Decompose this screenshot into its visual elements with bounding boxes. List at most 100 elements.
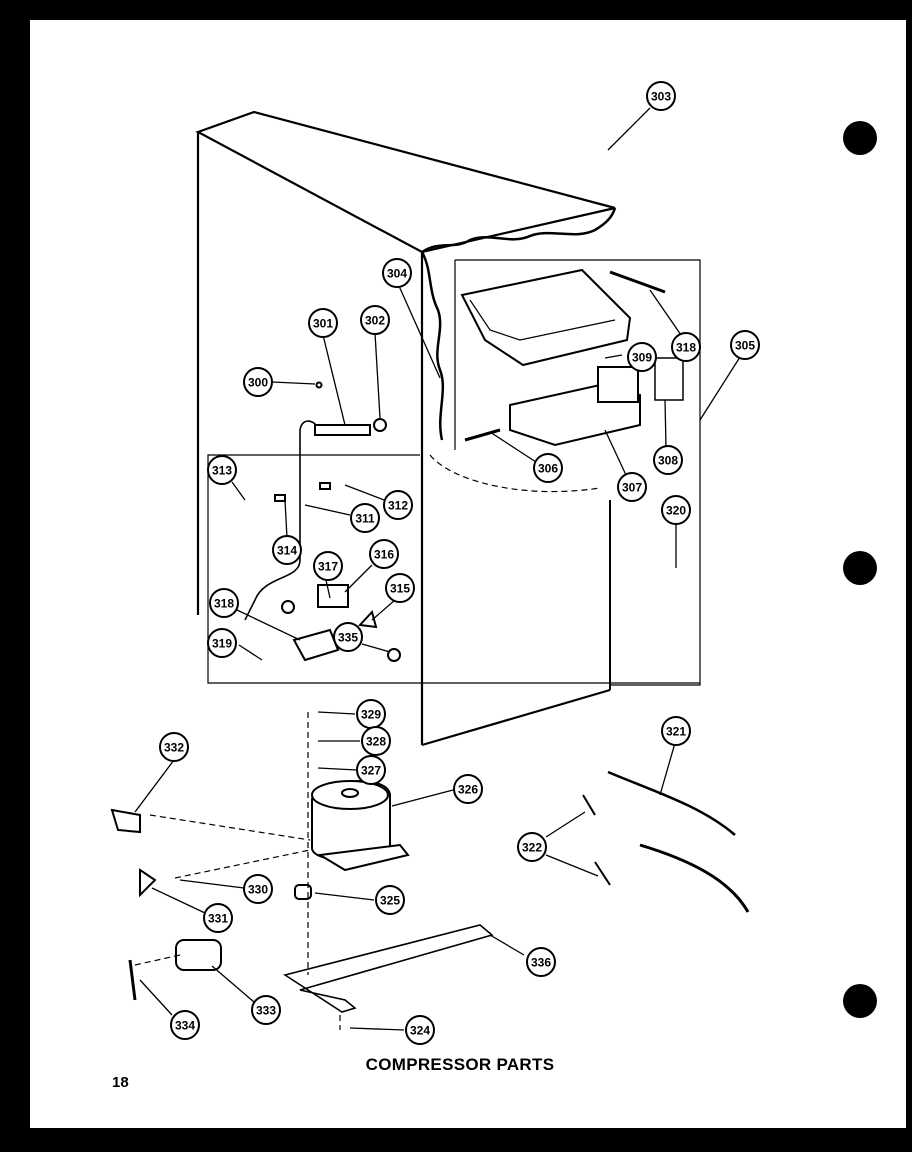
callout-315: 315 <box>385 573 415 603</box>
callout-circle <box>308 308 338 338</box>
callout-circle <box>313 551 343 581</box>
callout-304: 304 <box>382 258 412 288</box>
callout-label: 306 <box>538 462 558 476</box>
callout-320: 320 <box>661 495 691 525</box>
callout-label: 318 <box>676 341 696 355</box>
callout-circle <box>517 832 547 862</box>
callout-label: 313 <box>212 464 232 478</box>
callout-label: 305 <box>735 339 755 353</box>
callout-label: 303 <box>651 90 671 104</box>
binder-hole-middle <box>843 551 877 585</box>
callout-circle <box>382 258 412 288</box>
callout-circle <box>653 445 683 475</box>
callout-circle <box>243 367 273 397</box>
callout-317: 317 <box>313 551 343 581</box>
callout-303: 303 <box>646 81 676 111</box>
callout-316: 316 <box>369 539 399 569</box>
compressor <box>110 712 494 1030</box>
callout-circle <box>627 342 657 372</box>
callout-circle <box>333 622 363 652</box>
callout-circle <box>369 539 399 569</box>
callout-label: 326 <box>458 783 478 797</box>
callout-circle <box>207 455 237 485</box>
callout-label: 314 <box>277 544 297 558</box>
callout-circle <box>385 573 415 603</box>
callout-label: 317 <box>318 560 338 574</box>
callout-circle <box>272 535 302 565</box>
callout-label: 333 <box>256 1004 276 1018</box>
callout-label: 307 <box>622 481 642 495</box>
callout-label: 315 <box>390 582 410 596</box>
callout-label: 336 <box>531 956 551 970</box>
callout-label: 301 <box>313 317 333 331</box>
callout-305: 305 <box>730 330 760 360</box>
callout-label: 316 <box>374 548 394 562</box>
callout-321: 321 <box>661 716 691 746</box>
callout-318: 318 <box>209 588 239 618</box>
callout-label: 335 <box>338 631 358 645</box>
callout-318: 318 <box>671 332 701 362</box>
callout-label: 308 <box>658 454 678 468</box>
callout-circle <box>251 995 281 1025</box>
ice-maker-assembly <box>454 259 701 686</box>
callout-300: 300 <box>243 367 273 397</box>
callout-circle <box>350 503 380 533</box>
leader-lines <box>134 107 741 1031</box>
wire-harness <box>582 770 750 913</box>
callout-327: 327 <box>356 755 386 785</box>
callout-label: 304 <box>387 267 407 281</box>
callout-308: 308 <box>653 445 683 475</box>
callout-313: 313 <box>207 455 237 485</box>
callout-circle <box>170 1010 200 1040</box>
callout-circle <box>356 755 386 785</box>
callout-circle <box>361 726 391 756</box>
callout-layer: 303 304 301 302 300 305 318 309 308 306 307 313 312 3… <box>159 81 760 1045</box>
callout-label: 312 <box>388 499 408 513</box>
callout-322: 322 <box>517 832 547 862</box>
callout-label: 329 <box>361 708 381 722</box>
callout-circle <box>661 495 691 525</box>
callout-label: 334 <box>175 1019 195 1033</box>
callout-324: 324 <box>405 1015 435 1045</box>
callout-label: 319 <box>212 637 232 651</box>
callout-circle <box>453 774 483 804</box>
callout-label: 309 <box>632 351 652 365</box>
callout-314: 314 <box>272 535 302 565</box>
callout-335: 335 <box>333 622 363 652</box>
callout-307: 307 <box>617 472 647 502</box>
callout-label: 325 <box>380 894 400 908</box>
callout-circle <box>617 472 647 502</box>
callout-label: 332 <box>164 741 184 755</box>
callout-319: 319 <box>207 628 237 658</box>
callout-circle <box>661 716 691 746</box>
callout-circle <box>526 947 556 977</box>
callout-325: 325 <box>375 885 405 915</box>
callout-331: 331 <box>203 903 233 933</box>
callout-label: 320 <box>666 504 686 518</box>
callout-circle <box>730 330 760 360</box>
valve-panel <box>207 381 700 684</box>
callout-328: 328 <box>361 726 391 756</box>
callout-circle <box>383 490 413 520</box>
callout-302: 302 <box>360 305 390 335</box>
callout-circle <box>159 732 189 762</box>
callout-326: 326 <box>453 774 483 804</box>
callout-circle <box>243 874 273 904</box>
callout-label: 318 <box>214 597 234 611</box>
callout-label: 331 <box>208 912 228 926</box>
callout-312: 312 <box>383 490 413 520</box>
callout-circle <box>360 305 390 335</box>
callout-301: 301 <box>308 308 338 338</box>
callout-circle <box>646 81 676 111</box>
binder-hole-bottom <box>843 984 877 1018</box>
callout-circle <box>533 453 563 483</box>
callout-336: 336 <box>526 947 556 977</box>
page-number: 18 <box>112 1074 129 1091</box>
cabinet-outline <box>195 110 617 747</box>
callout-311: 311 <box>350 503 380 533</box>
callout-330: 330 <box>243 874 273 904</box>
callout-334: 334 <box>170 1010 200 1040</box>
callout-label: 330 <box>248 883 268 897</box>
callout-333: 333 <box>251 995 281 1025</box>
